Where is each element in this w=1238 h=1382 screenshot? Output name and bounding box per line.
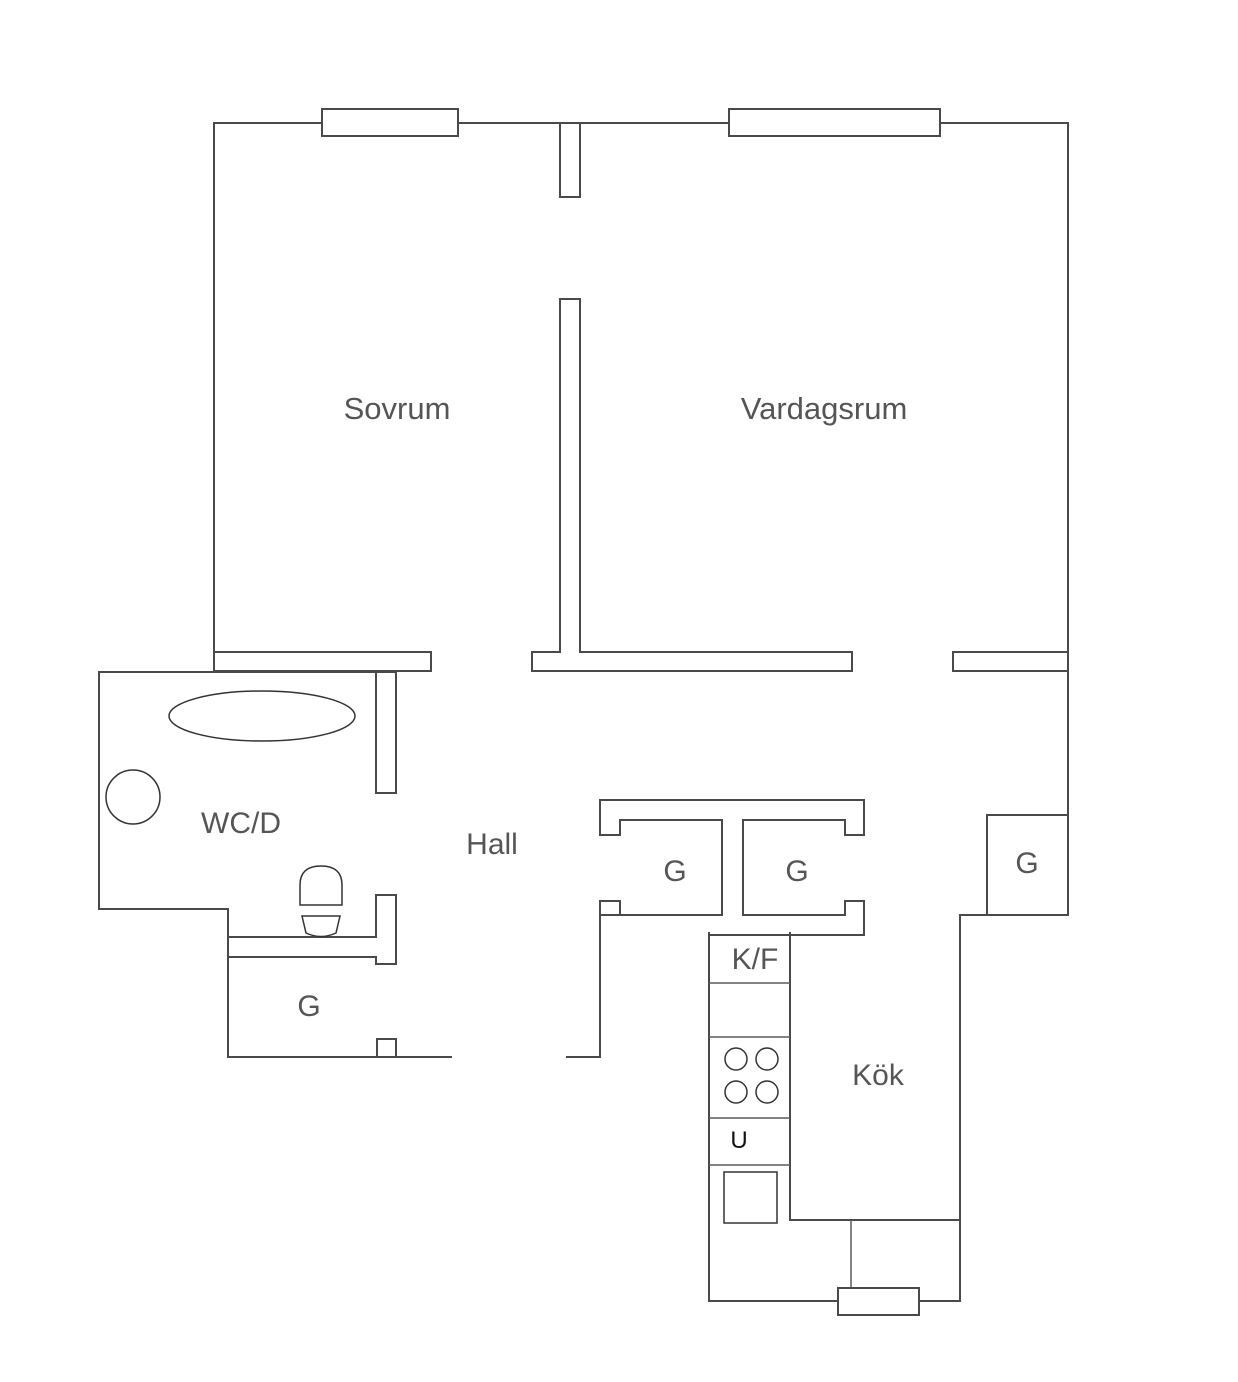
- label-closet-bathroom-side: G: [297, 990, 320, 1023]
- kitchen-sink-icon: [723, 1171, 778, 1224]
- bathroom-wall-right-upper: [375, 671, 397, 794]
- hall-closets: [566, 799, 1069, 1058]
- label-closet-hall-left: G: [663, 855, 686, 888]
- window-kitchen: [837, 1287, 920, 1316]
- wall-bedroom-living: [531, 298, 853, 672]
- label-kitchen: Kök: [852, 1059, 905, 1092]
- label-fridge-freezer: K/F: [732, 943, 779, 976]
- closet-left-walls: [599, 799, 865, 936]
- bathtub-icon: [168, 690, 356, 742]
- interior-walls: [213, 122, 1069, 672]
- label-closet-hall-middle: G: [785, 855, 808, 888]
- window-bedroom: [321, 108, 459, 137]
- wall-living-bottom-right: [952, 651, 1069, 672]
- label-bathroom: WC/D: [201, 807, 281, 840]
- label-oven: U: [730, 1127, 747, 1154]
- windows: [321, 108, 941, 1316]
- label-living-room: Vardagsrum: [741, 391, 908, 426]
- kitchen-appliances: [709, 982, 790, 1224]
- wall-bedroom-bottom: [213, 651, 432, 672]
- stove-icon: [724, 1047, 779, 1104]
- window-living-room: [728, 108, 941, 137]
- room-labels: Sovrum Vardagsrum WC/D Hall Kök G G G G …: [201, 391, 1039, 1154]
- bathroom-wall-lower: [227, 894, 397, 965]
- label-hall: Hall: [466, 828, 518, 861]
- bathroom: [98, 671, 397, 1058]
- closet-right-walls: [986, 814, 1069, 916]
- label-bedroom: Sovrum: [344, 391, 451, 426]
- wall-stub-top: [559, 122, 581, 198]
- closet-post: [376, 1038, 397, 1058]
- closet-bathroom-side: [227, 1038, 452, 1058]
- sink-icon: [105, 769, 161, 825]
- toilet-icon: [299, 865, 343, 938]
- label-closet-right: G: [1015, 847, 1038, 880]
